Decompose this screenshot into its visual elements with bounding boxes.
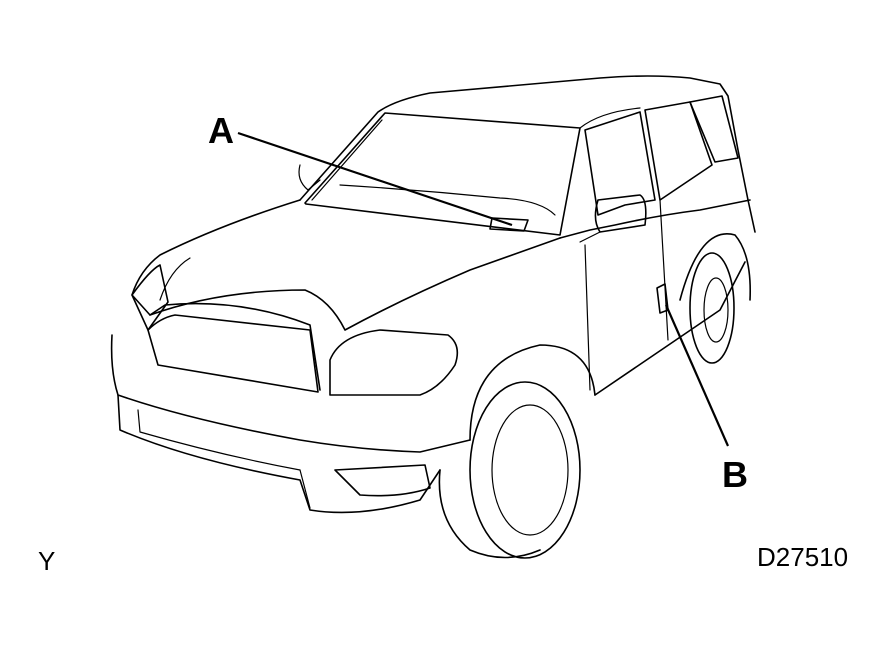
rear-wheel-arch	[679, 233, 752, 301]
corner-mark: Y	[38, 546, 55, 576]
windshield	[304, 112, 581, 236]
side-window-front	[584, 111, 656, 216]
figure-code: D27510	[757, 542, 848, 572]
rear-wheel	[689, 252, 735, 364]
callout-a: A	[208, 110, 234, 151]
side-window-rear	[644, 101, 713, 201]
leader-line-a	[237, 131, 513, 227]
label-a-location	[489, 217, 529, 232]
front-wheel-arch	[469, 344, 596, 441]
headlight-right	[329, 329, 459, 396]
headlight-left	[131, 264, 169, 331]
suv-illustration	[110, 75, 756, 559]
front-bumper	[110, 334, 471, 453]
leader-line-b	[664, 304, 730, 447]
body-side	[559, 199, 751, 239]
quarter-window	[689, 95, 739, 163]
grille	[147, 314, 319, 393]
fog-lamp	[334, 464, 431, 497]
roof-outline	[299, 75, 756, 233]
callout-b: B	[722, 454, 748, 495]
side-mirror	[594, 194, 647, 233]
front-wheel	[469, 381, 581, 559]
hood	[131, 199, 561, 331]
hood-bulge	[149, 302, 321, 391]
